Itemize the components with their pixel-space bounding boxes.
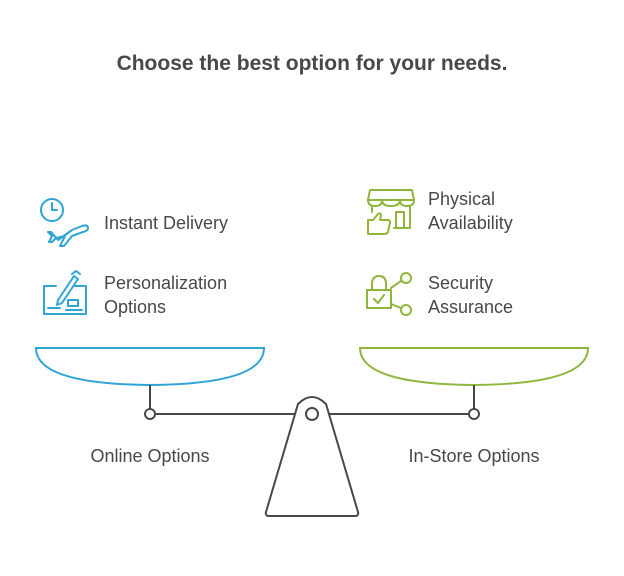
online-options-label: Online Options xyxy=(90,446,210,466)
left-pan xyxy=(34,347,266,387)
in-store-options-label: In-Store Options xyxy=(408,446,540,466)
fulcrum-pivot xyxy=(305,407,319,421)
item-label-instant-delivery: Instant Delivery xyxy=(104,213,229,233)
page-title: Choose the best option for your needs. xyxy=(116,52,508,75)
clock-airplane-icon xyxy=(40,198,89,247)
store-thumbs-up-icon xyxy=(367,189,415,235)
pen-check-icon xyxy=(43,270,87,315)
right-joint xyxy=(468,408,480,420)
item-label-personalization: Personalization Options xyxy=(104,273,228,317)
right-pan xyxy=(358,347,590,387)
lock-nodes-icon xyxy=(366,272,412,316)
item-label-physical-availability: Physical Availability xyxy=(428,189,513,233)
left-joint xyxy=(144,408,156,420)
item-label-security-assurance: Security Assurance xyxy=(428,273,514,317)
fulcrum xyxy=(264,396,360,517)
